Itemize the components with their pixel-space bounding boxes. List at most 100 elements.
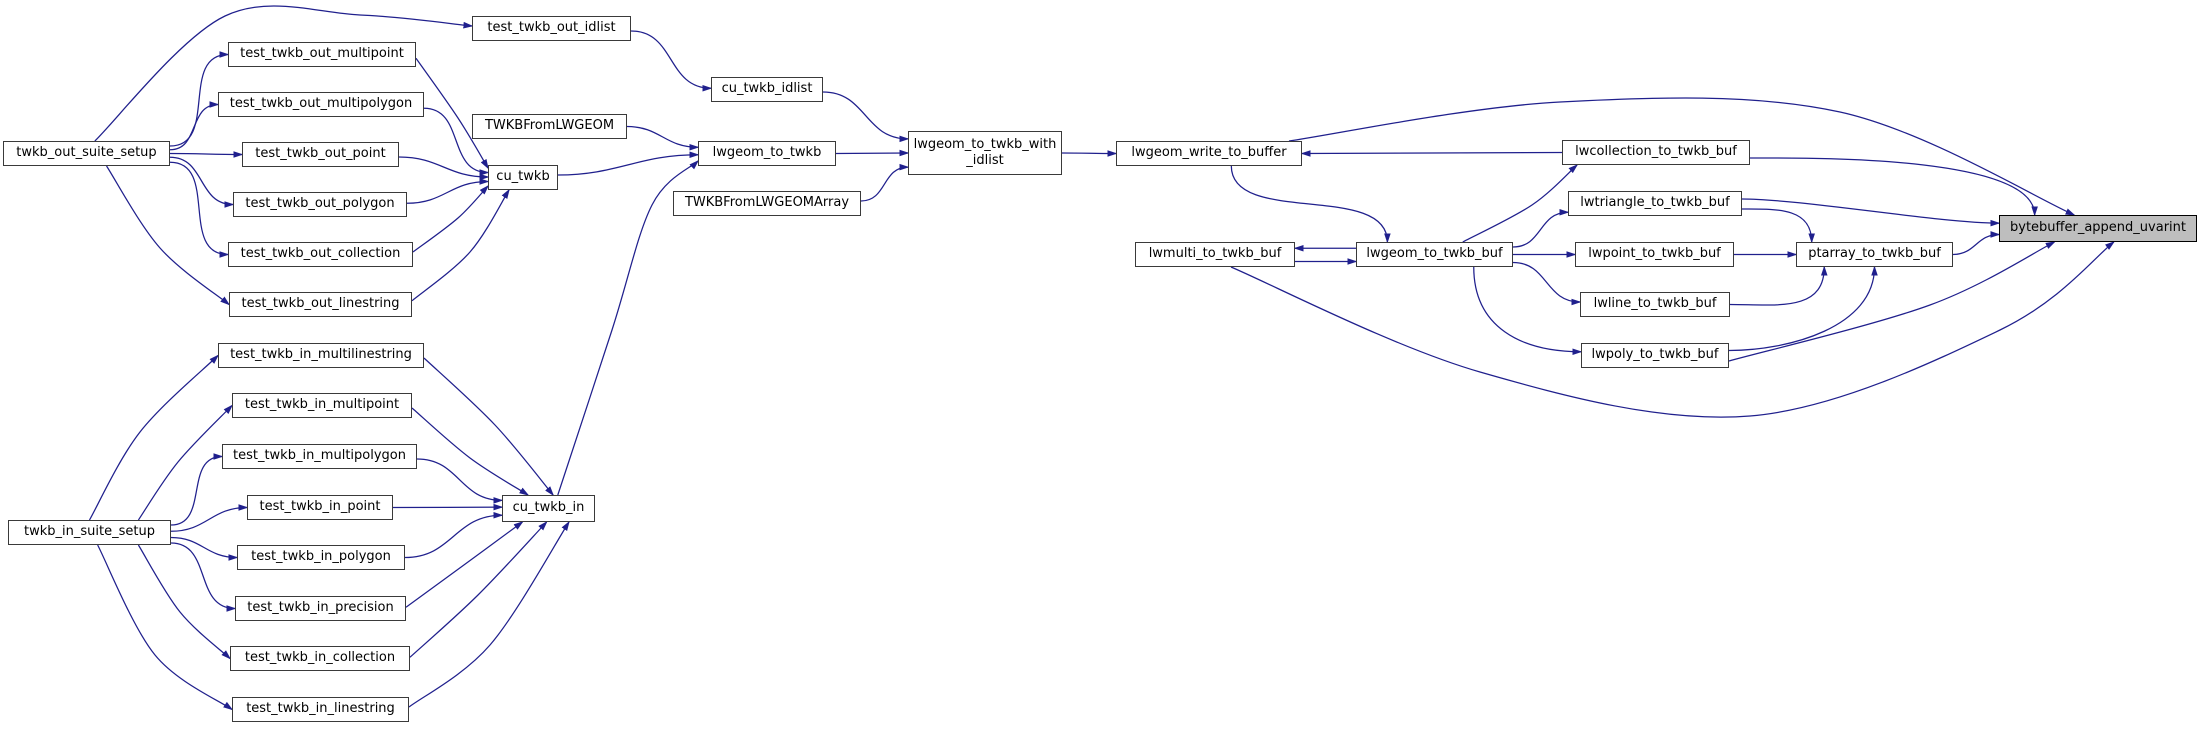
node-cu_twkb[interactable]: cu_twkb <box>488 165 558 190</box>
edge-twkb_in_suite_setup-test_twkb_in_multipolygon <box>170 453 224 526</box>
edge-test_twkb_in_collection-cu_twkb_in <box>409 520 548 658</box>
node-label: test_twkb_out_linestring <box>241 296 400 312</box>
node-cu_twkb_idlist[interactable]: cu_twkb_idlist <box>711 77 823 102</box>
node-test_twkb_out_idlist[interactable]: test_twkb_out_idlist <box>472 16 631 41</box>
edge-cu_twkb_idlist-lwgeom_to_twkb_with_idlist <box>822 91 910 143</box>
node-lwline_to_twkb_buf[interactable]: lwline_to_twkb_buf <box>1580 292 1730 317</box>
edge-twkb_in_suite_setup-test_twkb_in_polygon <box>170 536 239 561</box>
node-label: test_twkb_in_multilinestring <box>230 347 412 363</box>
node-TWKBFromLWGEOMArray[interactable]: TWKBFromLWGEOMArray <box>673 191 861 216</box>
edge-lwpoly_to_twkb_buf-bytebuffer_append_uvarint <box>1728 241 2056 362</box>
edge-twkb_in_suite_setup-test_twkb_in_precision <box>170 542 237 612</box>
node-bytebuffer_append_uvarint: bytebuffer_append_uvarint <box>1999 215 2197 242</box>
edge-TWKBFromLWGEOMArray-lwgeom_to_twkb_with_idlist <box>860 163 910 202</box>
edge-test_twkb_out_collection-cu_twkb <box>412 184 489 253</box>
node-lwgeom_write_to_buffer[interactable]: lwgeom_write_to_buffer <box>1116 141 1302 166</box>
node-ptarray_to_twkb_buf[interactable]: ptarray_to_twkb_buf <box>1796 242 1953 267</box>
edge-test_twkb_in_linestring-cu_twkb_in <box>408 520 570 708</box>
node-label: test_twkb_in_collection <box>244 650 396 666</box>
edge-twkb_out_suite_setup-test_twkb_out_multipoint <box>169 51 230 147</box>
node-label: test_twkb_out_polygon <box>245 196 395 212</box>
node-twkb_in_suite_setup[interactable]: twkb_in_suite_setup <box>8 520 171 545</box>
node-lwcollection_to_twkb_buf[interactable]: lwcollection_to_twkb_buf <box>1562 140 1750 165</box>
edge-lwmulti_to_twkb_buf-bytebuffer_append_uvarint <box>1230 241 2115 418</box>
edge-lwcollection_to_twkb_buf-bytebuffer_append_uvarint <box>1749 157 2038 217</box>
node-lwmulti_to_twkb_buf[interactable]: lwmulti_to_twkb_buf <box>1135 242 1295 267</box>
node-test_twkb_in_collection[interactable]: test_twkb_in_collection <box>230 646 410 671</box>
edge-test_twkb_out_idlist-cu_twkb_idlist <box>630 30 713 92</box>
edge-test_twkb_out_point-cu_twkb <box>398 156 490 181</box>
node-label: test_twkb_out_collection <box>240 246 401 262</box>
node-label: cu_twkb_in <box>512 500 585 516</box>
edge-test_twkb_in_multipolygon-cu_twkb_in <box>416 458 504 504</box>
node-lwgeom_to_twkb[interactable]: lwgeom_to_twkb <box>698 141 836 166</box>
edge-lwtriangle_to_twkb_buf-bytebuffer_append_uvarint <box>1741 198 2001 227</box>
node-label: lwline_to_twkb_buf <box>1593 296 1717 312</box>
node-test_twkb_in_multipoint[interactable]: test_twkb_in_multipoint <box>232 393 412 418</box>
node-label: test_twkb_in_point <box>259 499 381 515</box>
node-label: bytebuffer_append_uvarint <box>2010 220 2186 236</box>
node-test_twkb_in_linestring[interactable]: test_twkb_in_linestring <box>232 697 409 722</box>
node-label: test_twkb_out_idlist <box>487 20 616 36</box>
edge-twkb_out_suite_setup-test_twkb_out_linestring <box>106 165 231 306</box>
node-lwpoly_to_twkb_buf[interactable]: lwpoly_to_twkb_buf <box>1581 343 1729 368</box>
edge-lwgeom_to_twkb_buf-lwtriangle_to_twkb_buf <box>1512 208 1570 248</box>
node-test_twkb_in_multilinestring[interactable]: test_twkb_in_multilinestring <box>218 343 424 368</box>
node-label: test_twkb_in_multipolygon <box>232 448 406 464</box>
edge-twkb_out_suite_setup-test_twkb_out_polygon <box>169 156 235 208</box>
edge-lwpoly_to_twkb_buf-ptarray_to_twkb_buf <box>1728 265 1878 352</box>
edge-twkb_in_suite_setup-test_twkb_in_point <box>170 504 249 532</box>
edge-twkb_in_suite_setup-test_twkb_in_multipoint <box>137 404 233 521</box>
edge-test_twkb_in_precision-cu_twkb_in <box>405 521 524 608</box>
edge-twkb_out_suite_setup-test_twkb_out_point <box>169 151 244 158</box>
node-label: lwpoint_to_twkb_buf <box>1588 246 1721 262</box>
node-test_twkb_in_polygon[interactable]: test_twkb_in_polygon <box>237 545 405 570</box>
node-cu_twkb_in[interactable]: cu_twkb_in <box>502 495 595 522</box>
edge-lwgeom_to_twkb-lwgeom_to_twkb_with_idlist <box>835 149 910 157</box>
edge-lwgeom_to_twkb_with_idlist-lwgeom_write_to_buffer <box>1061 150 1118 157</box>
node-test_twkb_out_collection[interactable]: test_twkb_out_collection <box>228 242 413 267</box>
edge-test_twkb_out_multipolygon-cu_twkb <box>423 107 490 176</box>
edge-cu_twkb-lwgeom_to_twkb <box>557 151 700 176</box>
node-twkb_out_suite_setup[interactable]: twkb_out_suite_setup <box>3 141 170 166</box>
edge-twkb_in_suite_setup-test_twkb_in_multilinestring <box>88 354 219 521</box>
node-test_twkb_in_multipolygon[interactable]: test_twkb_in_multipolygon <box>222 444 417 469</box>
node-lwgeom_to_twkb_with_idlist[interactable]: lwgeom_to_twkb_with_idlist <box>908 131 1062 175</box>
node-lwgeom_to_twkb_buf[interactable]: lwgeom_to_twkb_buf <box>1356 242 1513 267</box>
node-label: test_twkb_in_linestring <box>246 701 395 717</box>
edge-test_twkb_in_polygon-cu_twkb_in <box>404 511 504 559</box>
edge-twkb_out_suite_setup-test_twkb_out_collection <box>169 161 230 258</box>
node-label-line: _idlist <box>966 153 1004 168</box>
node-label: test_twkb_in_multipoint <box>244 397 400 413</box>
edge-lwgeom_to_twkb_buf-lwline_to_twkb_buf <box>1512 261 1582 306</box>
node-label: TWKBFromLWGEOMArray <box>684 195 850 211</box>
edge-twkb_in_suite_setup-test_twkb_in_linestring <box>97 544 234 711</box>
node-label: lwmulti_to_twkb_buf <box>1148 246 1282 262</box>
node-test_twkb_out_multipoint[interactable]: test_twkb_out_multipoint <box>228 42 416 67</box>
edge-test_twkb_out_linestring-cu_twkb <box>411 188 510 302</box>
node-label: cu_twkb <box>496 169 550 185</box>
node-test_twkb_in_precision[interactable]: test_twkb_in_precision <box>235 596 406 621</box>
edge-TWKBFromLWGEOM-lwgeom_to_twkb <box>626 125 700 151</box>
node-test_twkb_out_multipolygon[interactable]: test_twkb_out_multipolygon <box>218 92 424 117</box>
node-label: lwgeom_write_to_buffer <box>1131 145 1287 161</box>
edge-twkb_out_suite_setup-test_twkb_out_idlist <box>94 5 474 142</box>
node-label: test_twkb_out_multipoint <box>240 46 404 62</box>
node-test_twkb_out_point[interactable]: test_twkb_out_point <box>242 142 399 167</box>
node-TWKBFromLWGEOM[interactable]: TWKBFromLWGEOM <box>472 114 627 139</box>
node-label: lwtriangle_to_twkb_buf <box>1580 195 1730 211</box>
node-lwtriangle_to_twkb_buf[interactable]: lwtriangle_to_twkb_buf <box>1568 191 1742 216</box>
edge-test_twkb_out_multipoint-cu_twkb <box>415 57 489 170</box>
edge-twkb_out_suite_setup-test_twkb_out_multipolygon <box>169 101 220 151</box>
node-label: test_twkb_in_polygon <box>251 549 391 565</box>
node-test_twkb_out_polygon[interactable]: test_twkb_out_polygon <box>233 192 407 217</box>
edge-lwline_to_twkb_buf-ptarray_to_twkb_buf <box>1729 265 1828 306</box>
edge-cu_twkb_in-lwgeom_to_twkb <box>557 160 700 496</box>
node-test_twkb_in_point[interactable]: test_twkb_in_point <box>247 495 393 520</box>
node-test_twkb_out_linestring[interactable]: test_twkb_out_linestring <box>229 292 412 317</box>
edge-lwgeom_write_to_buffer-lwgeom_to_twkb_buf <box>1230 165 1391 244</box>
node-label: twkb_in_suite_setup <box>24 524 155 540</box>
node-lwpoint_to_twkb_buf[interactable]: lwpoint_to_twkb_buf <box>1575 242 1734 267</box>
